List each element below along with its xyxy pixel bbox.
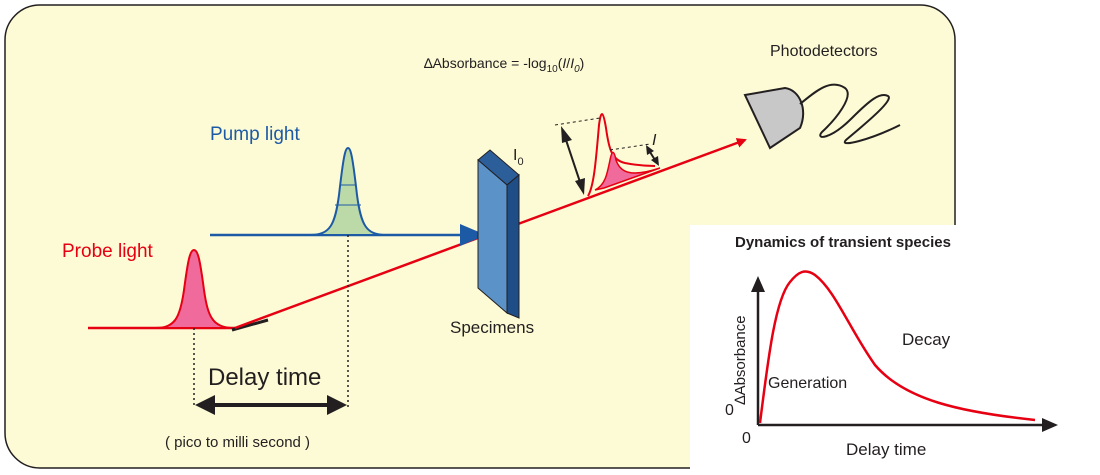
pump-arrowhead xyxy=(460,224,486,246)
inset-y-label: ∆Absorbance xyxy=(732,315,749,404)
i0-guide xyxy=(554,117,601,126)
i-guide xyxy=(609,143,651,151)
i-arrow-top xyxy=(646,145,654,155)
delay-arrow-left-head xyxy=(195,395,215,415)
probe-light-label: Probe light xyxy=(62,241,154,262)
inset-y-arrowhead xyxy=(751,276,765,292)
pump-pulse xyxy=(309,146,387,236)
inset-x-label: Delay time xyxy=(846,440,926,459)
i0-label: I0 xyxy=(513,147,524,168)
generation-label: Generation xyxy=(768,375,847,392)
i-pulse xyxy=(594,151,661,191)
decay-label: Decay xyxy=(902,330,951,349)
i0-pulse xyxy=(587,113,656,197)
inset-background xyxy=(690,225,1100,475)
transient-curve xyxy=(758,270,1036,424)
delay-arrow-right-head xyxy=(327,395,347,415)
photodetectors-label: Photodetectors xyxy=(770,43,878,60)
inset-chart: Dynamics of transient species ∆Absorbanc… xyxy=(690,225,1100,475)
mirror xyxy=(231,318,269,332)
pump-light-label: Pump light xyxy=(210,124,300,145)
inset-x-arrowhead xyxy=(1042,418,1058,432)
i-label: I xyxy=(652,132,657,149)
inset-origin-x: 0 xyxy=(742,430,751,447)
probe-beam-diagonal xyxy=(234,233,487,330)
probe-beam-out xyxy=(517,138,747,226)
absorbance-formula: ∆Absorbance = -log10(I/I0) xyxy=(424,55,584,75)
i0-arrow-top xyxy=(561,126,572,143)
inset-title: Dynamics of transient species xyxy=(735,234,951,251)
inset-origin-y: 0 xyxy=(725,402,734,419)
specimen-cuvette-icon xyxy=(477,149,520,319)
probe-pulse xyxy=(154,248,236,329)
i0-arrow-bottom xyxy=(575,178,585,195)
delay-time-label: Delay time xyxy=(208,364,321,391)
photodetector-icon xyxy=(743,83,901,150)
specimens-label: Specimens xyxy=(450,318,534,337)
delay-range-label: ( pico to milli second ) xyxy=(165,434,310,451)
i0-arrow xyxy=(565,139,581,183)
i-arrow-bottom xyxy=(651,156,659,166)
